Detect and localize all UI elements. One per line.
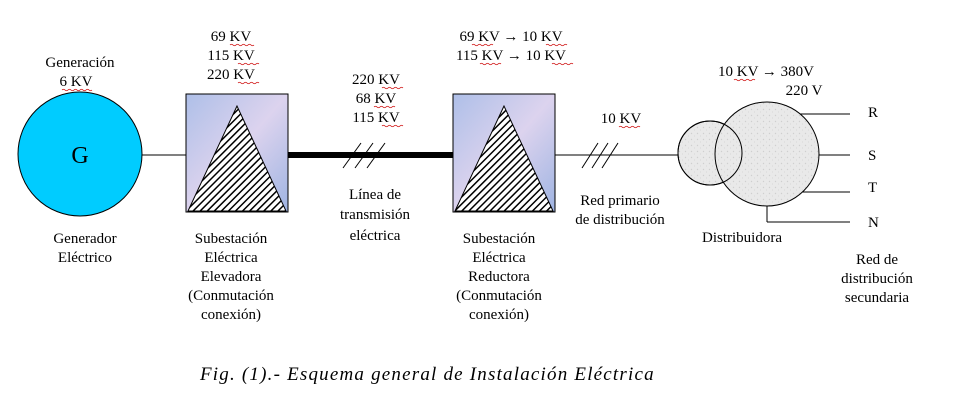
primary-network-label-2: de distribución — [575, 212, 665, 228]
distributor-overlap-outline — [677, 120, 743, 186]
underline-squiggle — [618, 125, 641, 129]
underline-squiggle — [61, 88, 93, 92]
step-down-voltage-1: 69 KV → 10 KV — [459, 29, 562, 45]
transmission-voltage-3: 115 KV — [352, 110, 400, 126]
phase-label-n: N — [868, 215, 879, 231]
step-up-label-2: Eléctrica — [204, 250, 258, 266]
generator-bottom-label-1: Generador — [53, 231, 116, 247]
distributor-secondary-circle — [714, 101, 820, 207]
distributor-voltage-2: 220 V — [786, 83, 823, 99]
underline-squiggle — [373, 105, 396, 109]
phase-label-r: R — [868, 105, 878, 121]
phase-label-s: S — [868, 148, 876, 164]
primary-network-voltage: 10 KV — [601, 111, 642, 127]
transmission-label-1: Línea de — [349, 187, 401, 203]
underline-squiggle — [237, 81, 260, 85]
generator-bottom-label-2: Eléctrico — [58, 250, 112, 266]
primary-slash-2 — [591, 142, 609, 169]
step-up-voltage-1: 69 KV — [211, 29, 252, 45]
step-up-label-4: (Conmutación — [188, 288, 274, 304]
transmission-label-2: transmisión — [340, 207, 410, 223]
step-down-label-2: Eléctrica — [472, 250, 526, 266]
transmission-slash-1 — [342, 142, 362, 169]
step-up-label-5: conexión) — [201, 307, 261, 323]
secondary-network-label-3: secundaria — [845, 290, 909, 306]
transmission-slash-3 — [366, 142, 386, 169]
underline-squiggle — [545, 43, 568, 47]
transmission-slash-2 — [354, 142, 374, 169]
generator-symbol: G — [71, 143, 88, 169]
generator-circle — [17, 91, 143, 217]
step-up-voltage-3: 220 KV — [207, 67, 255, 83]
underline-squiggle — [471, 43, 494, 47]
underline-squiggle — [479, 62, 502, 66]
generator-top-label-2: 6 KV — [60, 74, 93, 90]
step-down-transformer-triangle — [454, 104, 554, 212]
step-down-label-5: conexión) — [469, 307, 529, 323]
phase-label-t: T — [868, 180, 877, 196]
step-up-voltage-2: 115 KV — [207, 48, 255, 64]
generator-top-label-1: Generación — [45, 55, 115, 71]
step-up-transformer-triangle — [187, 104, 287, 212]
step-down-label-3: Reductora — [468, 269, 530, 285]
secondary-network-label-1: Red de — [856, 252, 898, 268]
secondary-network-label-2: distribución — [841, 271, 913, 287]
underline-squiggle — [733, 78, 756, 82]
step-down-voltage-2: 115 KV → 10 KV — [456, 48, 566, 64]
transmission-label-3: eléctrica — [350, 228, 401, 244]
underline-squiggle — [551, 62, 574, 66]
primary-slash-3 — [601, 142, 619, 169]
transmission-voltage-2: 68 KV — [356, 91, 397, 107]
step-down-label-1: Subestación — [463, 231, 536, 247]
underline-squiggle — [237, 62, 260, 66]
underline-squiggle — [381, 86, 404, 90]
distributor-voltage-1: 10 KV → 380V — [718, 64, 814, 80]
primary-network-label-1: Red primario — [580, 193, 660, 209]
primary-slash-1 — [581, 142, 599, 169]
step-down-label-4: (Conmutación — [456, 288, 542, 304]
transmission-voltage-1: 220 KV — [352, 72, 400, 88]
underline-squiggle — [229, 43, 255, 47]
step-up-label-3: Elevadora — [201, 269, 262, 285]
underline-squiggle — [381, 124, 404, 128]
figure-caption: Fig. (1).- Esquema general de Instalació… — [199, 364, 655, 385]
distributor-label: Distribuidora — [702, 230, 782, 246]
step-up-label-1: Subestación — [195, 231, 268, 247]
